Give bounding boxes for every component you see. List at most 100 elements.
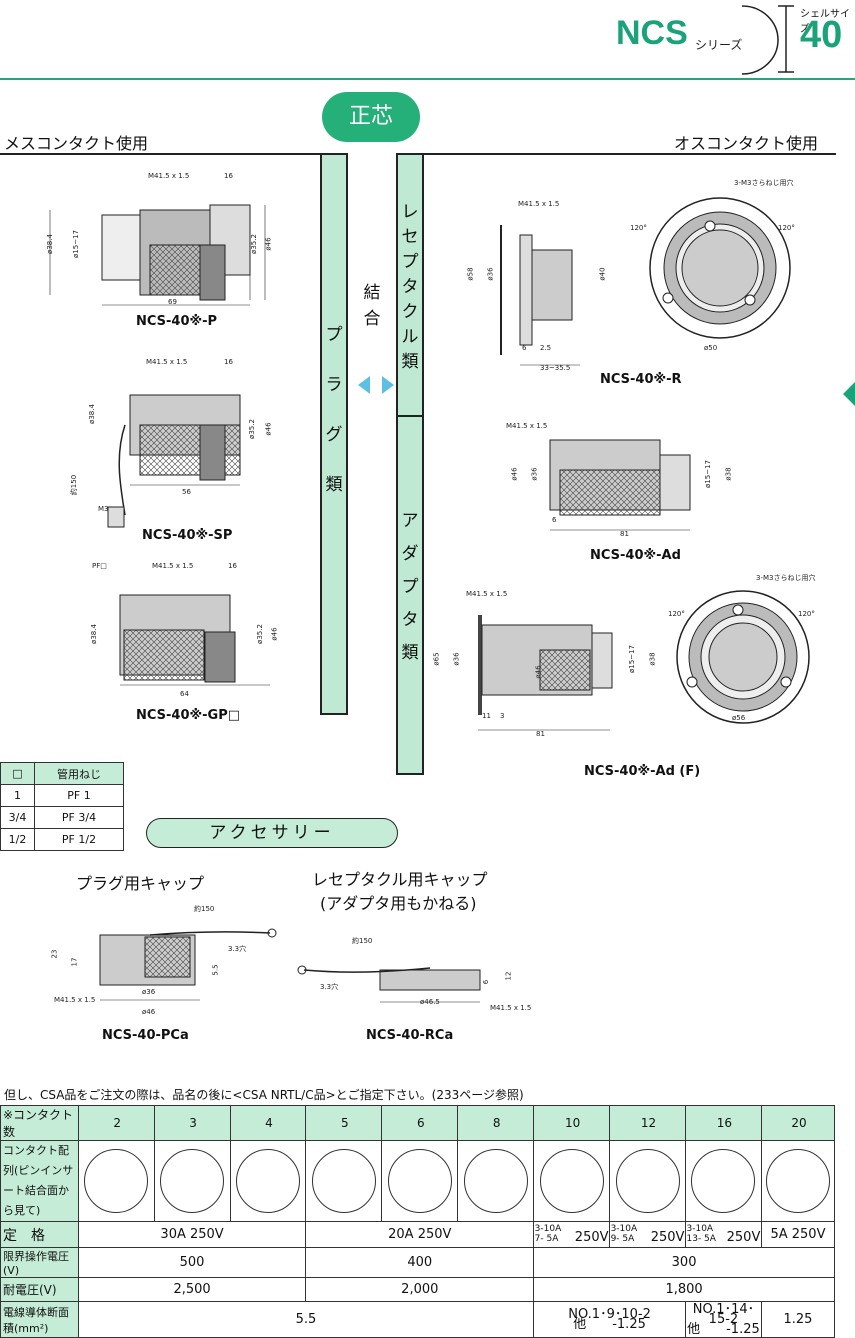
dim-58-r: ø58 <box>466 267 475 281</box>
dim-56-sp: 56 <box>182 488 191 496</box>
contacts-16: 16 <box>684 1105 762 1141</box>
limit-a: 500 <box>77 1247 307 1278</box>
section-badge: 正芯 <box>322 92 420 142</box>
dim-1517-ad: ø15~17 <box>703 460 712 488</box>
dim-16-sp: 16 <box>224 358 233 366</box>
dim-thread-p: M41.5 x 1.5 <box>148 172 190 180</box>
drawing-sp <box>107 394 241 528</box>
pf-size: 1/2 <box>0 828 35 851</box>
drawing-pca <box>99 928 277 1001</box>
wire-d: 1.25 <box>760 1301 836 1338</box>
contacts-10: 10 <box>533 1105 611 1141</box>
contact-layout-icon <box>387 1149 452 1213</box>
shell-size-label: シェルサイズ <box>800 9 850 35</box>
contacts-5: 5 <box>305 1105 383 1141</box>
pf-thread: PF 3/4 <box>34 806 124 829</box>
accessory-banner: アクセサリー <box>146 818 398 848</box>
join-label: 結合 <box>363 283 381 329</box>
contacts-6: 6 <box>381 1105 459 1141</box>
pf-thread: PF 1/2 <box>34 828 124 851</box>
header-bracket <box>741 5 794 75</box>
dim-12-rca: 12 <box>504 971 513 981</box>
dim-16-gp: 16 <box>228 562 237 570</box>
part-gp: NCS-40※-GP□ <box>136 708 241 723</box>
spec-h-rating: 定 格 <box>0 1221 79 1248</box>
dim-23-pca: 23 <box>50 949 59 959</box>
spec-h-layout: コンタクト配列(ピンインサート結合面から見て) <box>0 1140 79 1222</box>
dim-46-p: ø46 <box>264 237 273 251</box>
flange-r <box>649 197 791 339</box>
dim-36-pca: ø36 <box>142 988 156 996</box>
dim-1517-p: ø15~17 <box>71 230 80 258</box>
rating-12: 3-10A 9- 5A 250V <box>609 1221 686 1248</box>
dim-17-pca: 17 <box>70 957 79 967</box>
dim-150-sp: 約150 <box>70 474 79 496</box>
layout-3 <box>153 1140 231 1222</box>
dim-120a-r: 120° <box>630 224 647 232</box>
receptacle-bar-label: レセプタクル類 <box>401 202 419 372</box>
contact-layout-icon <box>539 1149 604 1213</box>
drawing-r <box>500 225 580 366</box>
contacts-20: 20 <box>760 1105 836 1141</box>
dim-120a-adf: 120° <box>668 610 685 618</box>
dim-38-adf: ø38 <box>648 652 657 666</box>
withstand-a: 2,500 <box>77 1277 307 1302</box>
withstand-b: 2,000 <box>305 1277 535 1302</box>
limit-c: 300 <box>533 1247 835 1278</box>
dim-64-gp: 64 <box>180 690 189 698</box>
dim-384-sp: ø38.4 <box>87 404 96 424</box>
dim-55-pca: 5.5 <box>211 964 220 976</box>
plug-cap-title: プラグ用キャップ <box>76 874 205 893</box>
dim-thread-r: M41.5 x 1.5 <box>518 200 560 208</box>
series-label: シリーズ <box>695 38 743 52</box>
dim-36-r: ø36 <box>486 267 495 281</box>
dim-m3hole-adf: 3-M3さらねじ用穴 <box>756 574 816 582</box>
dim-384-p: ø38.4 <box>45 234 54 254</box>
male-section-title: オスコンタクト使用 <box>674 134 819 153</box>
pf-thread: PF 1 <box>34 784 124 807</box>
rating-10: 3-10A 7- 5A 250V <box>533 1221 611 1248</box>
dim-thread-sp: M41.5 x 1.5 <box>146 358 188 366</box>
dim-352-sp: ø35.2 <box>247 419 256 439</box>
bar-divider <box>396 415 424 417</box>
wire-a: 5.5 <box>77 1301 535 1338</box>
dim-m3-sp: M3 <box>98 505 109 513</box>
drawing-gp <box>119 594 270 686</box>
spec-h-limit: 限界操作電圧(V) <box>0 1247 79 1278</box>
contacts-12: 12 <box>609 1105 686 1141</box>
dim-3335-r: 33~35.5 <box>540 364 571 372</box>
part-ad: NCS-40※-Ad <box>590 548 681 563</box>
dim-120b-r: 120° <box>778 224 795 232</box>
dim-38-ad: ø38 <box>724 467 733 481</box>
part-adf: NCS-40※-Ad (F) <box>584 764 701 779</box>
contacts-4: 4 <box>229 1105 307 1141</box>
female-section-title: メスコンタクト使用 <box>4 134 149 153</box>
layout-12 <box>609 1140 686 1222</box>
dim-hole-rca: 3.3穴 <box>320 983 339 991</box>
dim-65-adf: ø65 <box>432 652 441 666</box>
layout-10 <box>533 1140 611 1222</box>
pf-col-size: □ <box>0 762 35 785</box>
drawing-adf <box>478 615 613 731</box>
dim-thread-pca: M41.5 x 1.5 <box>54 996 96 1004</box>
adapter-bar-label: アダプタ類 <box>401 511 419 663</box>
dim-1517-adf: ø15~17 <box>627 645 636 673</box>
dim-thread-gp: M41.5 x 1.5 <box>152 562 194 570</box>
pf-col-thread: 管用ねじ <box>34 762 124 785</box>
dim-46-adf: ø46 <box>534 665 543 679</box>
dim-46-pca: ø46 <box>142 1008 156 1016</box>
layout-6 <box>381 1140 459 1222</box>
contact-layout-icon <box>84 1149 149 1213</box>
left-rule <box>0 153 346 155</box>
contacts-8: 8 <box>457 1105 535 1141</box>
part-sp: NCS-40※-SP <box>142 528 233 543</box>
pf-size: 1 <box>0 784 35 807</box>
contact-layout-icon <box>235 1149 300 1213</box>
dim-40-r: ø40 <box>598 267 607 281</box>
rec-cap-subtitle: (アダプタ用もかねる) <box>320 894 477 913</box>
dim-69-p: 69 <box>168 298 177 306</box>
spec-h-withstand: 耐電圧(V) <box>0 1277 79 1302</box>
